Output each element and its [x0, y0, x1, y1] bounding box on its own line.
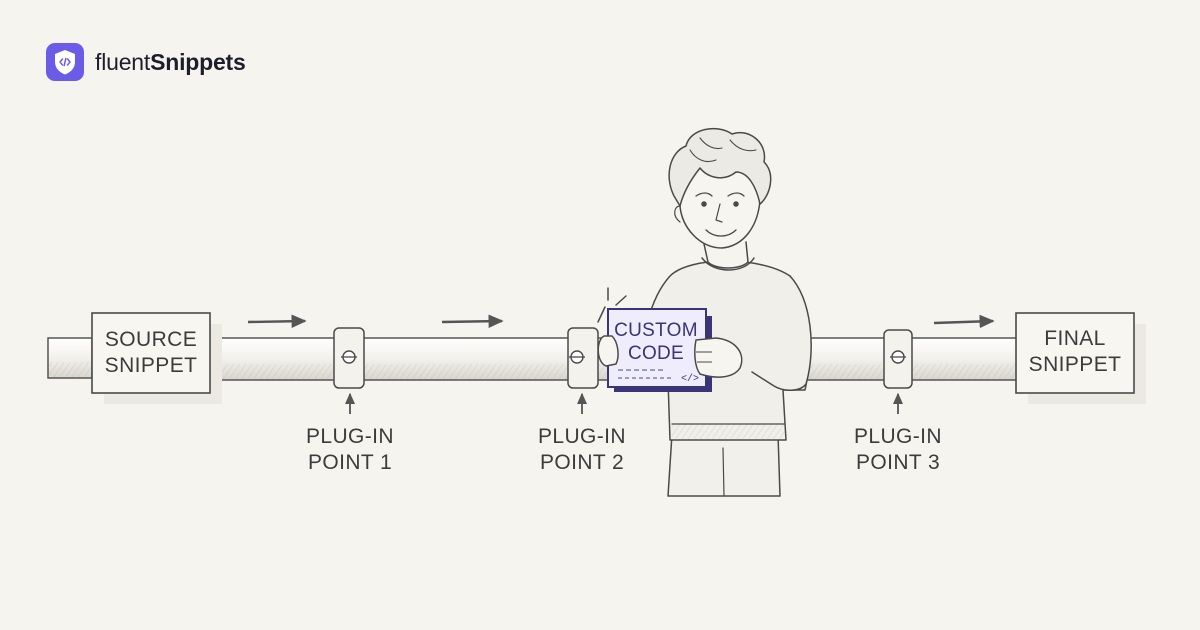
- custom-code-label-line1: CUSTOM: [614, 320, 698, 341]
- brand-name: fluentSnippets: [95, 48, 246, 75]
- source-label-line1: SOURCE: [105, 328, 197, 351]
- inlet-pipe: [47, 337, 93, 379]
- source-label-line2: SNIPPET: [105, 354, 198, 377]
- source-snippet-box: SOURCE SNIPPET: [91, 312, 222, 404]
- hands: [597, 335, 743, 378]
- plug-point-3-line2: POINT 3: [856, 451, 940, 474]
- flow-arrow: [247, 314, 307, 328]
- plug-point-labels: PLUG-IN POINT 1 PLUG-IN POINT 2 PLUG-IN …: [306, 425, 942, 474]
- plug-point-1-line2: POINT 1: [308, 451, 392, 474]
- custom-code-label-line2: CODE: [628, 343, 684, 364]
- plug-point-arrows: [344, 392, 904, 414]
- final-label-line1: FINAL: [1044, 327, 1106, 350]
- pipe-coupling: [333, 327, 365, 389]
- plug-point-2-line2: POINT 2: [540, 451, 624, 474]
- plug-point-2-line1: PLUG-IN: [538, 425, 626, 448]
- pipe-coupling: [883, 329, 913, 389]
- flow-arrows: [247, 314, 995, 329]
- code-icon: </>: [681, 373, 699, 385]
- final-label-line2: SNIPPET: [1029, 353, 1122, 376]
- flow-arrow: [441, 314, 504, 328]
- flow-arrow: [933, 314, 995, 329]
- plug-point-1-line1: PLUG-IN: [306, 425, 394, 448]
- plug-point-3-line1: PLUG-IN: [854, 425, 942, 448]
- pipe-coupling: [567, 327, 599, 389]
- brand-logo: fluentSnippets: [46, 43, 246, 81]
- final-snippet-box: FINAL SNIPPET: [1015, 312, 1146, 404]
- shield-code-icon: [46, 43, 84, 81]
